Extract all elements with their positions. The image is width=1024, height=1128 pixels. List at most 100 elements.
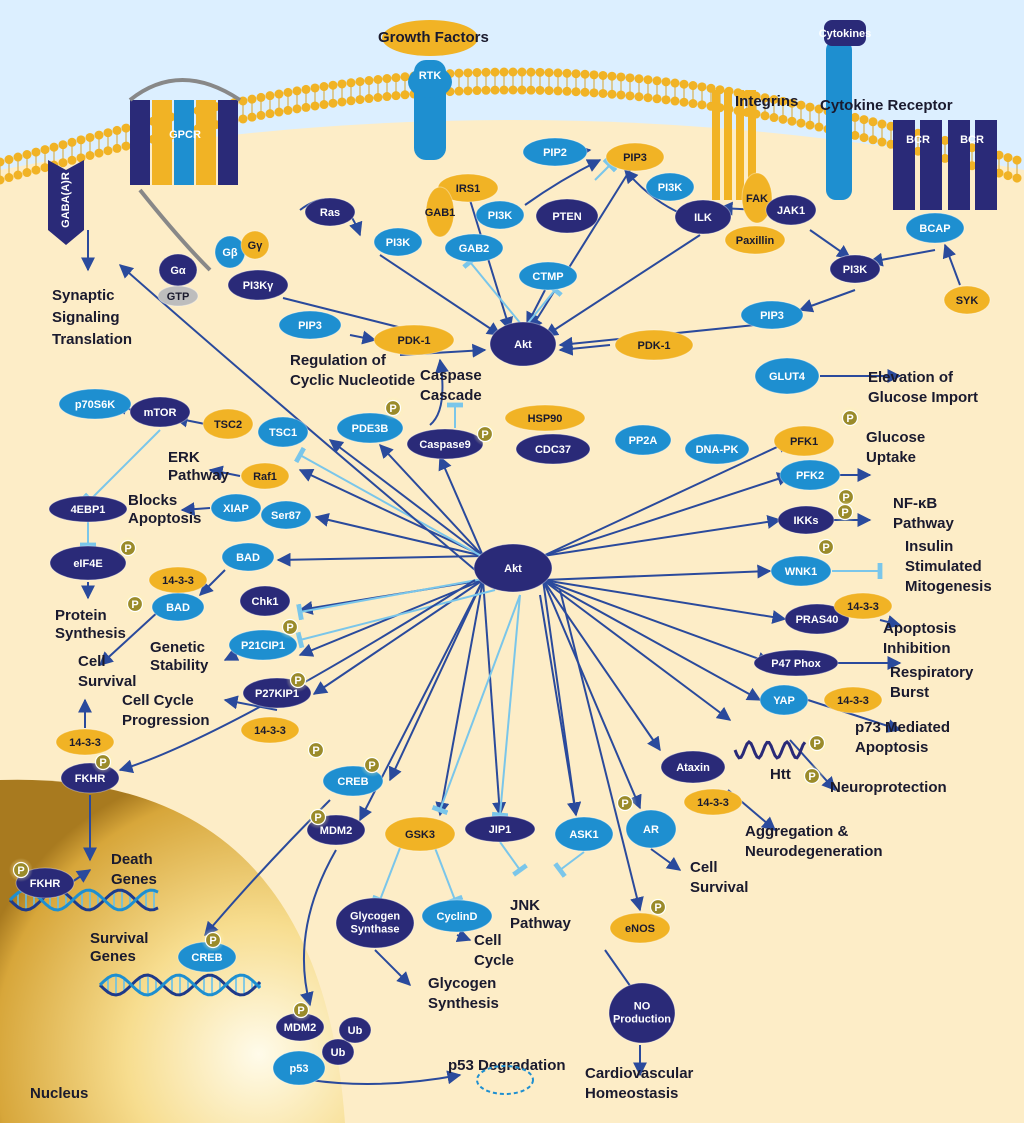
node-ras[interactable]: Ras <box>304 197 356 227</box>
node-pde3b[interactable]: PDE3B <box>336 412 404 444</box>
node-ebp1[interactable]: 4EBP1 <box>48 495 128 523</box>
node-caspase9[interactable]: Caspase9 <box>406 428 484 460</box>
node-pi3k-right-label: PI3K <box>843 264 868 276</box>
node-enos[interactable]: eNOS <box>609 912 671 944</box>
node-galpha[interactable]: Gα <box>158 253 198 287</box>
inhibition-line <box>491 594 521 819</box>
node-ub1[interactable]: Ub <box>321 1038 355 1066</box>
node-jak1[interactable]: JAK1 <box>765 194 817 226</box>
node-p1433-p27[interactable]: 14-3-3 <box>240 716 300 744</box>
node-ar[interactable]: AR <box>625 809 677 849</box>
node-yap[interactable]: YAP <box>759 684 809 716</box>
node-ask1[interactable]: ASK1 <box>554 816 614 852</box>
node-p53[interactable]: p53 <box>272 1050 326 1086</box>
integrin-receptors[interactable]: Integrins <box>712 90 798 200</box>
node-eif4e[interactable]: eIF4E <box>49 545 127 581</box>
node-wnk1[interactable]: WNK1 <box>770 555 832 587</box>
node-p21[interactable]: P21CIP1 <box>228 629 298 661</box>
node-ctmp[interactable]: CTMP <box>518 261 578 291</box>
node-bad2[interactable]: BAD <box>151 592 205 622</box>
node-dnapk[interactable]: DNA-PK <box>684 433 750 465</box>
node-jip1[interactable]: JIP1 <box>464 815 536 843</box>
node-pten[interactable]: PTEN <box>535 198 599 234</box>
node-gtp[interactable]: GTP <box>157 285 199 307</box>
node-syk[interactable]: SYK <box>943 285 991 315</box>
node-fak[interactable]: FAK <box>741 172 773 224</box>
node-cyclind[interactable]: CyclinD <box>421 899 493 933</box>
node-cdc37[interactable]: CDC37 <box>515 433 591 465</box>
membrane-bead <box>337 79 347 89</box>
node-pp2a-label: PP2A <box>629 435 658 447</box>
node-pfk1-label: PFK1 <box>790 436 818 448</box>
node-pi3k-b[interactable]: PI3K <box>373 227 423 257</box>
node-ilk[interactable]: ILK <box>674 199 732 235</box>
node-pras40[interactable]: PRAS40 <box>784 603 850 635</box>
node-ggamma[interactable]: Gγ <box>240 230 270 260</box>
node-gab2[interactable]: GAB2 <box>444 233 504 263</box>
node-akt-top[interactable]: Akt <box>489 321 557 367</box>
node-gab1[interactable]: GAB1 <box>425 186 456 238</box>
node-ser87[interactable]: Ser87 <box>260 500 312 530</box>
node-pip3-left[interactable]: PIP3 <box>278 310 342 340</box>
svg-text:P: P <box>481 429 488 441</box>
node-pip2[interactable]: PIP2 <box>522 137 588 167</box>
node-p1433-ataxin[interactable]: 14-3-3 <box>683 788 743 816</box>
node-ikks[interactable]: IKKs <box>777 505 835 535</box>
bcr-receptors[interactable]: BCR BCR <box>893 120 997 210</box>
label-neuroprotection: Neuroprotection <box>830 779 947 796</box>
gabaa-receptor[interactable]: GABA(A)R <box>48 160 84 245</box>
node-bcap[interactable]: BCAP <box>905 212 965 244</box>
node-gbeta[interactable]: Gβ <box>214 235 246 269</box>
svg-text:P: P <box>822 542 829 554</box>
cytokine-receptor[interactable]: Cytokines Cytokine Receptor <box>819 20 953 200</box>
node-p70s6k[interactable]: p70S6K <box>58 388 132 420</box>
node-pi3kgamma[interactable]: PI3Kγ <box>227 269 289 301</box>
node-ebp1-label: 4EBP1 <box>71 504 106 516</box>
node-pdk1-left[interactable]: PDK-1 <box>373 324 455 356</box>
node-akt-center[interactable]: Akt <box>473 543 553 593</box>
node-pip3-right[interactable]: PIP3 <box>740 300 804 330</box>
label-nfkb-line: NF-κB <box>893 495 937 512</box>
node-ataxin[interactable]: Ataxin <box>660 750 726 784</box>
node-hsp90[interactable]: HSP90 <box>504 404 586 432</box>
node-pfk1[interactable]: PFK1 <box>773 425 835 457</box>
node-p1433-yap[interactable]: 14-3-3 <box>823 686 883 714</box>
node-pip3-top[interactable]: PIP3 <box>605 142 665 172</box>
node-p47[interactable]: P47 Phox <box>753 649 839 677</box>
node-bad1[interactable]: BAD <box>221 542 275 572</box>
node-pi3k-right[interactable]: PI3K <box>829 254 881 284</box>
node-ub2[interactable]: Ub <box>338 1016 372 1044</box>
label-glycogen-synthesis-line: Synthesis <box>428 995 499 1012</box>
node-p1433-fkhr[interactable]: 14-3-3 <box>55 728 115 756</box>
dna-strand <box>98 973 262 997</box>
node-xiap[interactable]: XIAP <box>210 493 262 523</box>
membrane-bead <box>283 87 293 97</box>
node-pdk1-right[interactable]: PDK-1 <box>614 329 694 361</box>
node-paxillin[interactable]: Paxillin <box>724 225 786 255</box>
node-mtor[interactable]: mTOR <box>129 396 191 428</box>
node-glut4[interactable]: GLUT4 <box>754 357 820 395</box>
gpcr-receptor[interactable]: GPCR <box>128 78 242 272</box>
node-tsc1[interactable]: TSC1 <box>257 416 309 448</box>
membrane-bead <box>0 157 5 167</box>
dna-strand <box>98 973 262 997</box>
node-mdm2-nuc[interactable]: MDM2 <box>275 1012 325 1042</box>
node-raf1[interactable]: Raf1 <box>240 462 290 490</box>
node-gsk3[interactable]: GSK3 <box>384 816 456 852</box>
node-irs1[interactable]: IRS1 <box>437 173 499 203</box>
htt-protein[interactable]: Htt <box>733 740 807 783</box>
node-p1433-pras[interactable]: 14-3-3 <box>833 592 893 620</box>
membrane-bead <box>67 155 77 165</box>
node-pi3k-d[interactable]: PI3K <box>645 172 695 202</box>
node-pfk2[interactable]: PFK2 <box>779 459 841 491</box>
node-chk1[interactable]: Chk1 <box>239 585 291 617</box>
node-pi3k-a[interactable]: PI3K <box>475 200 525 230</box>
rtk-receptor[interactable]: RTK Growth Factors <box>378 20 489 160</box>
rtk-label: RTK <box>419 70 442 82</box>
node-p1433-bad[interactable]: 14-3-3 <box>148 566 208 594</box>
node-pp2a[interactable]: PP2A <box>614 424 672 456</box>
node-tsc2[interactable]: TSC2 <box>202 408 254 440</box>
